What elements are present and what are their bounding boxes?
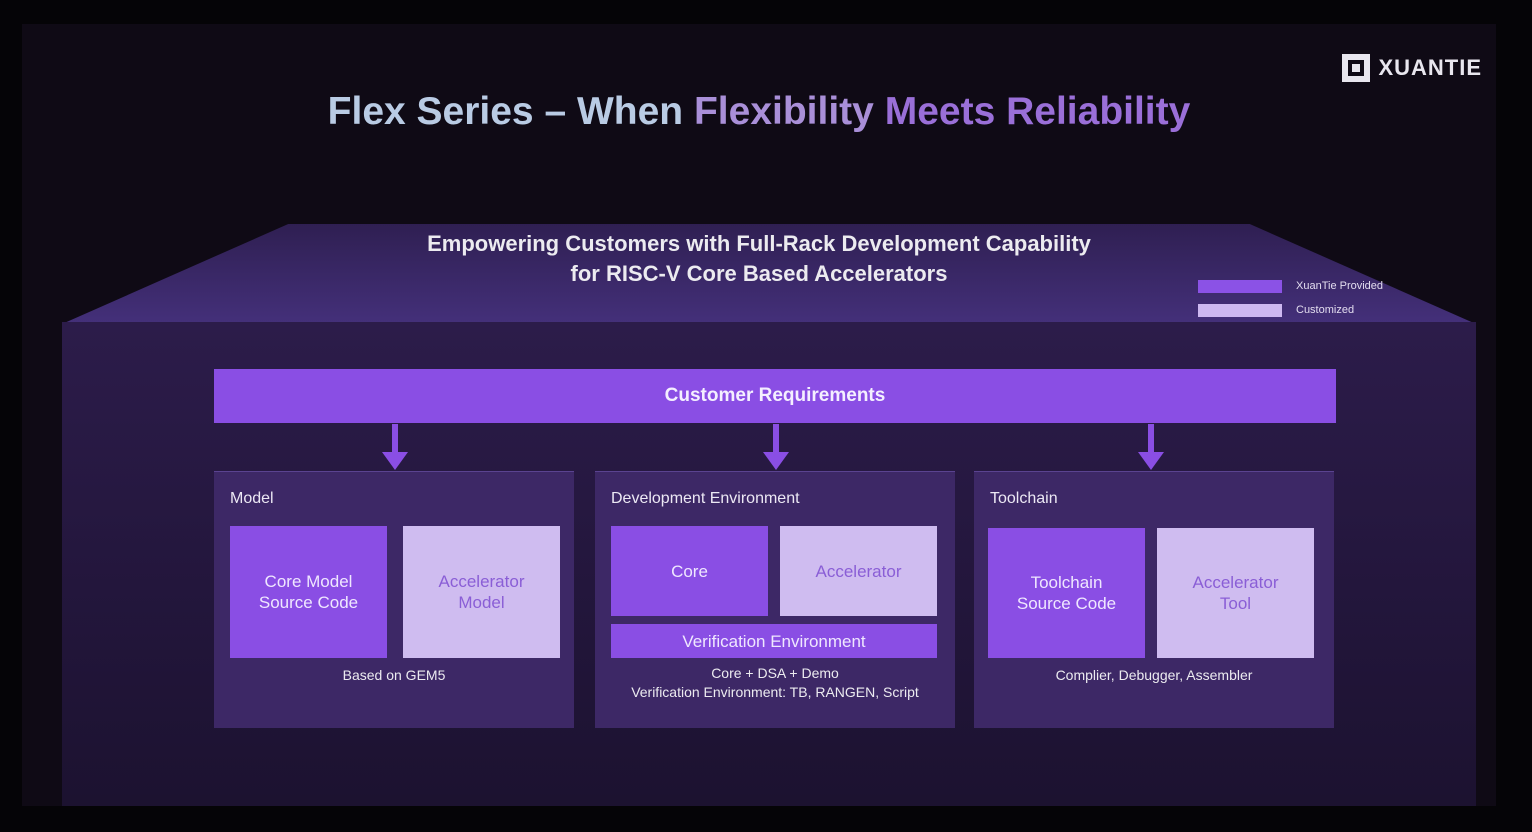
xuantie-logo-icon: [1342, 54, 1371, 82]
arrow-down-icon: [382, 424, 408, 470]
title-part-3: Meets Reliability: [884, 90, 1191, 133]
model-card: Model Core Model Source Code Accelerator…: [214, 471, 574, 728]
accelerator-model-box: Accelerator Model: [403, 526, 560, 658]
legend-swatch-provided: [1198, 279, 1282, 293]
model-card-note: Based on GEM5: [342, 667, 446, 683]
arrow-down-icon: [763, 424, 789, 470]
development-environment-card: Development Environment Core Accelerator…: [595, 471, 955, 728]
title-part-1: Flex Series – When: [327, 90, 684, 133]
legend-item-provided: XuanTie Provided: [1198, 274, 1383, 298]
subtitle-line-1: Empowering Customers with Full-Rack Deve…: [427, 231, 1091, 256]
accelerator-tool-box: Accelerator Tool: [1157, 528, 1314, 658]
slide-subtitle: Empowering Customers with Full-Rack Deve…: [22, 229, 1496, 289]
legend: XuanTie Provided Customized: [1198, 274, 1383, 322]
subtitle-line-2: for RISC-V Core Based Accelerators: [570, 261, 948, 286]
toolchain-source-code-box: Toolchain Source Code: [988, 528, 1145, 658]
xuantie-logo: XUANTIE: [1342, 54, 1482, 82]
dev-note-line-1: Core + DSA + Demo: [711, 665, 839, 681]
legend-label-provided: XuanTie Provided: [1296, 280, 1384, 292]
legend-swatch-customized: [1198, 303, 1282, 317]
legend-label-customized: Customized: [1296, 304, 1355, 316]
slide: XUANTIE Flex Series – When Flexibility M…: [22, 24, 1496, 806]
toolchain-card-title: Toolchain: [990, 490, 1058, 507]
logo-text: XUANTIE: [1378, 55, 1482, 80]
model-card-title: Model: [230, 490, 274, 507]
accelerator-box: Accelerator: [780, 526, 937, 616]
dev-note-line-2: Verification Environment: TB, RANGEN, Sc…: [631, 684, 919, 700]
legend-item-customized: Customized: [1198, 298, 1383, 322]
core-model-source-code-box: Core Model Source Code: [230, 526, 387, 658]
title-part-2: Flexibility: [693, 90, 874, 133]
toolchain-card-note: Complier, Debugger, Assembler: [1055, 667, 1253, 683]
development-environment-card-note: Core + DSA + Demo Verification Environme…: [595, 664, 955, 702]
customer-requirements-bar: Customer Requirements: [214, 369, 1336, 423]
customer-requirements-label: Customer Requirements: [664, 385, 886, 406]
toolchain-card: Toolchain Toolchain Source Code Accelera…: [974, 471, 1334, 728]
development-environment-card-title: Development Environment: [611, 490, 800, 507]
verification-environment-box: Verification Environment: [611, 624, 937, 658]
core-box: Core: [611, 526, 768, 616]
arrow-down-icon: [1138, 424, 1164, 470]
slide-title: Flex Series – When Flexibility Meets Rel…: [22, 90, 1496, 134]
